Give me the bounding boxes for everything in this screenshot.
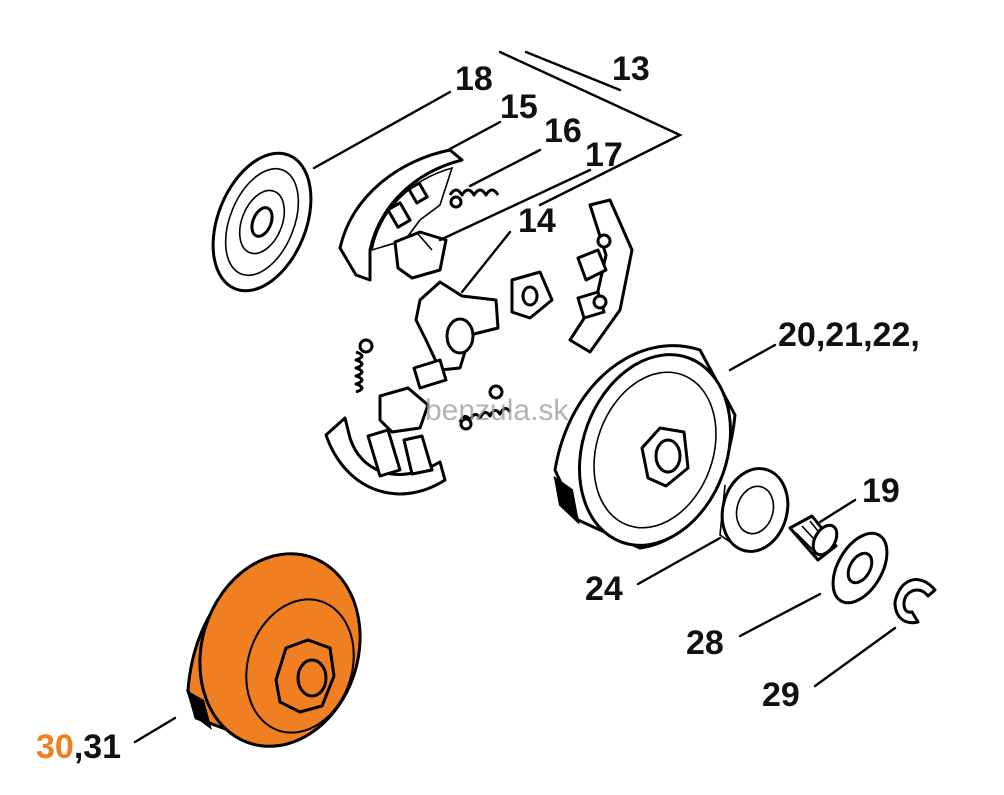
callout-19: 19 (862, 472, 900, 510)
callout-24: 24 (585, 570, 623, 608)
callout-28: 28 (686, 624, 724, 662)
callout-29: 29 (762, 676, 800, 714)
callout-31: ,31 (74, 728, 121, 766)
part-insert-middle (510, 270, 554, 320)
part-28-washer (831, 531, 889, 605)
part-19-needle-bearing (788, 514, 839, 562)
part-16-spring (448, 188, 500, 209)
part-29-e-clip (893, 578, 937, 625)
callout-17: 17 (585, 136, 623, 174)
callout-30-highlight: 30 (36, 728, 74, 766)
part-18-washer (211, 151, 313, 293)
watermark-text: benzula.sk (425, 394, 569, 427)
part-spring-left (354, 338, 374, 394)
callout-20-21-22: 20,21,22, (778, 316, 920, 354)
part-spring-center (458, 384, 512, 431)
callout-16: 16 (544, 112, 582, 150)
part-30-sprocket-drum (186, 552, 362, 748)
part-clutch-shoe-right (568, 198, 634, 354)
part-17-insert (393, 230, 448, 280)
part-20-clutch-drum (553, 344, 737, 550)
callout-14: 14 (518, 202, 556, 240)
part-insert-lower (378, 386, 430, 434)
callout-13: 13 (612, 50, 650, 88)
part-24-rim-sprocket (719, 467, 790, 553)
callout-30-31: 30,31 (36, 728, 121, 766)
part-15-clutch-shoe (338, 148, 464, 282)
part-14-carrier (412, 280, 500, 390)
callout-15: 15 (500, 88, 538, 126)
leader-lines (133, 50, 897, 744)
part-clutch-shoe-lower (324, 416, 447, 496)
callout-18: 18 (455, 60, 493, 98)
